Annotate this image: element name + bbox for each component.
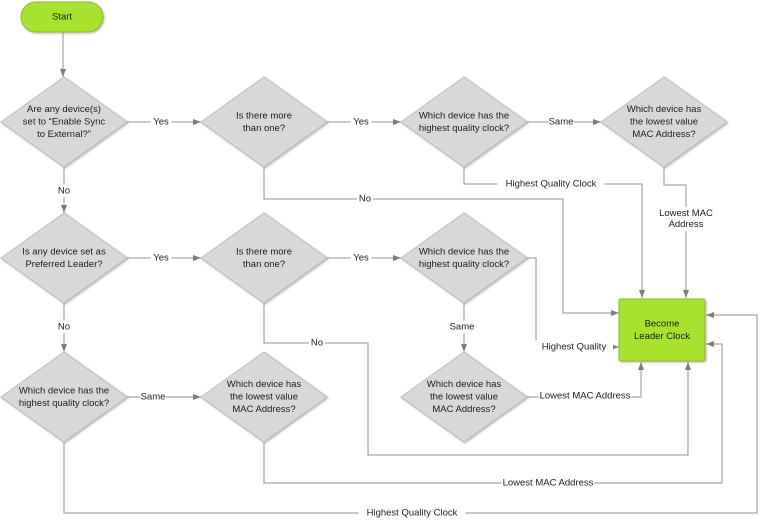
edge-label-bg: [449, 320, 475, 334]
edge-label-text: Yes: [353, 117, 369, 128]
edge-label-lma2-lowest-mac: Lowest MAC Address: [501, 476, 595, 490]
node-shape: [618, 298, 706, 362]
edge-label-enable-sync-yes: Yes: [150, 115, 172, 129]
edge-label-text: Highest Quality Clock: [367, 508, 458, 519]
edge-label-bg: [140, 390, 166, 404]
edge-label-text: Same: [549, 117, 574, 128]
edge-label-bg: [497, 177, 605, 191]
edge-label-enable-sync-no: No: [56, 184, 72, 198]
edge-label-bg: [659, 207, 713, 231]
edge-label-text: Highest Quality: [542, 342, 607, 353]
edge-label-text: Yes: [153, 117, 169, 128]
edge-label-text: Lowest MAC Address: [503, 478, 594, 489]
edge-label-bg: [350, 251, 372, 265]
edge-label-preferred-yes: Yes: [150, 251, 172, 265]
edge-label-bg: [358, 506, 466, 520]
edge-label-hqc2-highest-quality: Highest Quality: [535, 340, 613, 354]
edge-label-text: No: [58, 322, 70, 333]
edge-label-text: No: [359, 194, 371, 205]
edge-label-hqc3-highest-quality-clock: Highest Quality Clock: [358, 506, 466, 520]
edge-label-bg: [350, 115, 372, 129]
edge-label-hqc2-same: Same: [449, 320, 475, 334]
edge-label-text: No: [311, 338, 323, 349]
edge-label-text: Same: [141, 392, 166, 403]
edge-label-bg: [309, 336, 325, 350]
edge-label-bg: [548, 115, 574, 129]
edge-label-bg: [56, 184, 72, 198]
decision-shape: [600, 76, 728, 168]
edge-label-text: Highest Quality Clock: [506, 179, 597, 190]
edge-hqc2-highest-quality: [527, 257, 619, 350]
edge-lma2-lowest-mac: [263, 341, 723, 484]
edge-label-preferred-no: No: [56, 320, 72, 334]
edge-label-more2-no: No: [309, 336, 325, 350]
edge-label-text: Lowest MAC Address: [540, 391, 631, 402]
edge-label-bg: [535, 340, 613, 354]
node-shape: [20, 1, 104, 33]
edge-label-more2-yes: Yes: [350, 251, 372, 265]
edge-lma1-lowest-mac: [663, 167, 689, 298]
edge-more1-no: [263, 167, 619, 316]
edge-label-lma3-lowest-mac: Lowest MAC Address: [538, 389, 632, 403]
edge-label-bg: [56, 320, 72, 334]
edge-label-hqc1-highest-quality-clock: Highest Quality Clock: [497, 177, 605, 191]
edge-label-bg: [501, 476, 595, 490]
edge-label-text: Yes: [353, 253, 369, 264]
edge-hqc3-highest-quality-clock: [63, 312, 758, 514]
node-label: Start: [52, 12, 72, 23]
edge-label-more1-yes: Yes: [350, 115, 372, 129]
edge-label-bg: [150, 251, 172, 265]
edge-more2-no: [263, 303, 691, 456]
edge-label-bg: [538, 389, 632, 403]
edge-label-hqc3-same: Same: [140, 390, 166, 404]
edge-label-text: Yes: [153, 253, 169, 264]
edge-label-text: No: [58, 186, 70, 197]
decision-shape: [200, 351, 328, 443]
edge-label-bg: [150, 115, 172, 129]
edge-label-bg: [357, 192, 373, 206]
edge-label-more1-no: No: [357, 192, 373, 206]
edge-label-hqc1-same: Same: [548, 115, 574, 129]
edge-label-text: Same: [450, 322, 475, 333]
node-start: Start: [20, 1, 104, 33]
